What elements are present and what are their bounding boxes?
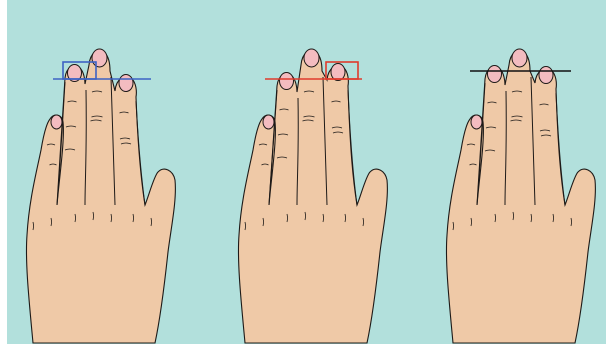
hand-index-finger-longer [238,49,387,343]
middle-finger-nail [512,49,527,67]
hand-silhouette [238,51,387,343]
hand-silhouette [26,51,175,343]
index-finger-nail [119,75,133,92]
hand-silhouette [446,51,595,343]
ring-finger-nail [280,73,294,90]
pinky-nail [471,115,482,129]
middle-finger-nail [304,49,319,67]
ring-finger-nail [488,66,502,83]
hand-equal-fingers [446,49,595,343]
pinky-nail [263,115,274,129]
middle-finger-nail [92,49,107,67]
index-finger-nail [331,64,345,81]
index-finger-nail [539,67,553,84]
hand-ring-finger-longer [26,49,175,343]
pinky-nail [51,115,62,129]
